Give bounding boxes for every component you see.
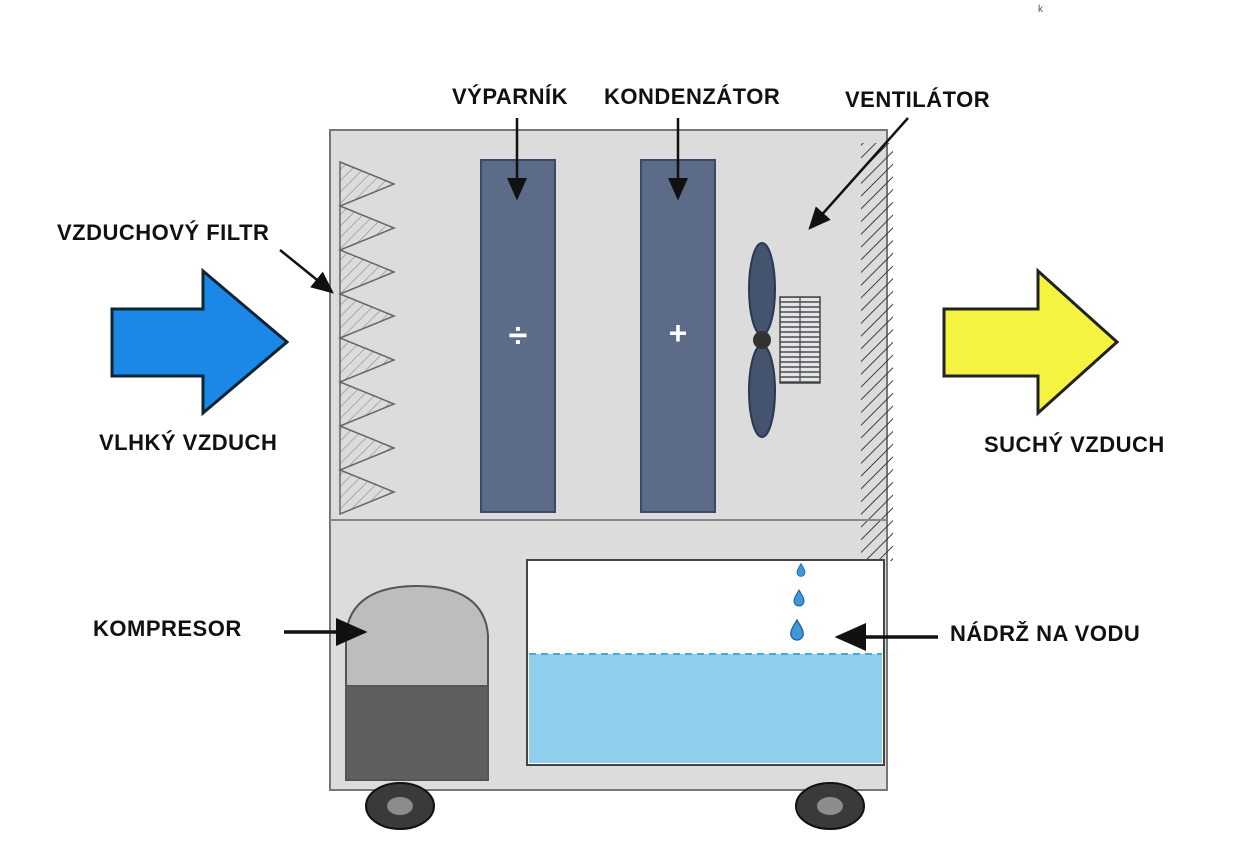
- evaporator-symbol: ÷: [509, 317, 528, 355]
- evaporator-coil: [480, 159, 556, 513]
- condenser-coil: [640, 159, 716, 513]
- fan-label: VENTILÁTOR: [845, 87, 991, 112]
- humid-air-label: VLHKÝ VZDUCH: [99, 430, 278, 455]
- pointer-lines: [279, 117, 938, 651]
- air-filter-pointer: [279, 249, 334, 294]
- fan-pointer: [808, 117, 909, 230]
- water-tank-label: NÁDRŽ NA VODU: [950, 621, 1141, 646]
- compressor-label: KOMPRESOR: [93, 616, 242, 641]
- condenser-label: KONDENZÁTOR: [604, 84, 781, 109]
- compressor-shape: [345, 584, 489, 781]
- evaporator-label: VÝPARNÍK: [452, 84, 569, 109]
- scan-artifact-mark: k: [1038, 4, 1043, 15]
- water-drops: [790, 562, 806, 641]
- caster-wheels: [365, 782, 865, 830]
- dry-air-label: SUCHÝ VZDUCH: [984, 432, 1165, 457]
- dry-air-arrow: [942, 267, 1120, 417]
- humid-air-arrow: [110, 267, 290, 417]
- vent-slats: [861, 143, 893, 561]
- water-tank-shape: [526, 559, 885, 766]
- fan-shape: [748, 242, 821, 438]
- air-filter-label: VZDUCHOVÝ FILTR: [57, 220, 270, 245]
- air-filter-shape: [338, 160, 396, 516]
- condenser-symbol: +: [669, 315, 688, 351]
